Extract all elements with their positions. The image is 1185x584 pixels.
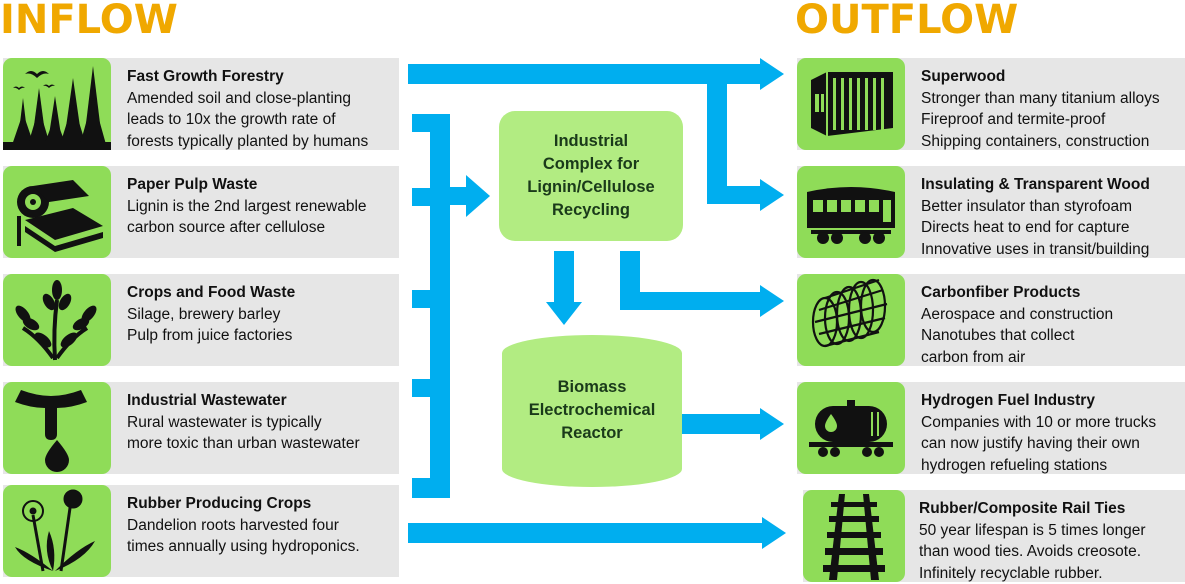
complex-line-2: Complex for	[543, 153, 639, 176]
inflow-stub-3	[412, 290, 450, 308]
outflow-card-railties: Rubber/Composite Rail Ties 50 year lifes…	[803, 490, 1185, 582]
inflow-line: Dandelion roots harvested four	[127, 515, 395, 537]
outflow-line: Directs heat to end for capture	[921, 217, 1181, 239]
outflow-line: than wood ties. Avoids creosote.	[919, 541, 1181, 563]
bus-to-complex-head	[466, 175, 490, 217]
outflow-line: Stronger than many titanium alloys	[921, 88, 1181, 110]
reactor-line-3: Reactor	[561, 422, 622, 445]
inflow-line: Rural wastewater is typically	[127, 412, 395, 434]
inflow-title: Rubber Producing Crops	[127, 493, 395, 515]
outflow-line: Shipping containers, construction	[921, 131, 1181, 153]
rubber-arrow-line	[408, 523, 764, 543]
outflow-title: Insulating & Transparent Wood	[921, 174, 1181, 196]
inflow-line: Amended soil and close-planting	[127, 88, 395, 110]
inflow-card-crops: Crops and Food Waste Silage, brewery bar…	[3, 274, 399, 366]
shipping-container-icon	[797, 58, 905, 150]
branch-insulating-vertical	[707, 74, 727, 204]
faucet-drop-icon	[3, 382, 111, 474]
inflow-line: leads to 10x the growth rate of	[127, 109, 395, 131]
outflow-line: Nanotubes that collect	[921, 325, 1181, 347]
branch-insulating-horizontal	[707, 186, 763, 204]
inflow-title: Fast Growth Forestry	[127, 66, 395, 88]
inflow-line: Silage, brewery barley	[127, 304, 395, 326]
rubber-arrow-head	[762, 517, 786, 549]
outflow-title: Superwood	[921, 66, 1181, 88]
outflow-line: hydrogen refueling stations	[921, 455, 1181, 477]
inflow-stub-2	[412, 188, 450, 206]
bioreactor-node: Biomass Electrochemical Reactor	[502, 345, 682, 475]
outflow-line: Fireproof and termite-proof	[921, 109, 1181, 131]
outflow-line: Better insulator than styrofoam	[921, 196, 1181, 218]
industrial-complex-node: Industrial Complex for Lignin/Cellulose …	[499, 111, 683, 241]
dandelion-icon	[3, 485, 111, 577]
complex-line-4: Recycling	[552, 199, 630, 222]
bus-to-complex-line	[450, 187, 468, 205]
inflow-card-rubber: Rubber Producing Crops Dandelion roots h…	[3, 485, 399, 577]
inflow-card-wastewater: Industrial Wastewater Rural wastewater i…	[3, 382, 399, 474]
inflow-line: Pulp from juice factories	[127, 325, 395, 347]
inflow-stub-5	[412, 478, 450, 498]
inflow-line: Lignin is the 2nd largest renewable	[127, 196, 395, 218]
rail-car-icon	[797, 166, 905, 258]
tank-car-icon	[797, 382, 905, 474]
paper-roll-icon	[3, 166, 111, 258]
outflow-card-hydrogen: Hydrogen Fuel Industry Companies with 10…	[797, 382, 1185, 474]
inflow-title: Industrial Wastewater	[127, 390, 395, 412]
outflow-line: Innovative uses in transit/building	[921, 239, 1181, 261]
reactor-line-2: Electrochemical	[529, 399, 656, 422]
inflow-stub-1	[412, 114, 450, 132]
reactor-line-1: Biomass	[558, 376, 627, 399]
outflow-card-carbonfiber: Carbonfiber Products Aerospace and const…	[797, 274, 1185, 366]
outflow-title: Hydrogen Fuel Industry	[921, 390, 1181, 412]
complex-line-1: Industrial	[554, 130, 628, 153]
outflow-line: can now justify having their own	[921, 433, 1181, 455]
outflow-line: Infinitely recyclable rubber.	[919, 563, 1181, 584]
inflow-line: forests typically planted by humans	[127, 131, 395, 153]
branch-insulating-head	[760, 179, 784, 211]
outflow-line: carbon from air	[921, 347, 1181, 369]
inflow-card-forestry: Fast Growth Forestry Amended soil and cl…	[3, 58, 399, 150]
outflow-card-insulating: Insulating & Transparent Wood Better ins…	[797, 166, 1185, 258]
inflow-title: Crops and Food Waste	[127, 282, 395, 304]
inflow-title: Paper Pulp Waste	[127, 174, 395, 196]
outflow-line: Aerospace and construction	[921, 304, 1181, 326]
wheat-icon	[3, 274, 111, 366]
reactor-to-hydrogen-line	[680, 414, 762, 434]
complex-to-reactor-head	[546, 302, 582, 325]
complex-line-3: Lignin/Cellulose	[527, 176, 654, 199]
outflow-card-superwood: Superwood Stronger than many titanium al…	[797, 58, 1185, 150]
reactor-to-hydrogen-head	[760, 408, 784, 440]
forestry-arrow-head	[760, 58, 784, 90]
outflow-line: Companies with 10 or more trucks	[921, 412, 1181, 434]
inflow-card-paper: Paper Pulp Waste Lignin is the 2nd large…	[3, 166, 399, 258]
rail-track-icon	[803, 490, 905, 582]
complex-to-carbon-head	[760, 285, 784, 317]
outflow-title: Rubber/Composite Rail Ties	[919, 498, 1181, 520]
inflow-line: carbon source after cellulose	[127, 217, 395, 239]
inflow-line: more toxic than urban wastewater	[127, 433, 395, 455]
forest-icon	[3, 58, 111, 150]
outflow-line: 50 year lifespan is 5 times longer	[919, 520, 1181, 542]
inflow-stub-4	[412, 379, 450, 397]
nanotube-icon	[797, 274, 905, 366]
outflow-title: Carbonfiber Products	[921, 282, 1181, 304]
inflow-line: times annually using hydroponics.	[127, 536, 395, 558]
complex-to-reactor-line	[554, 251, 574, 304]
complex-to-carbon-horizontal	[620, 292, 762, 310]
